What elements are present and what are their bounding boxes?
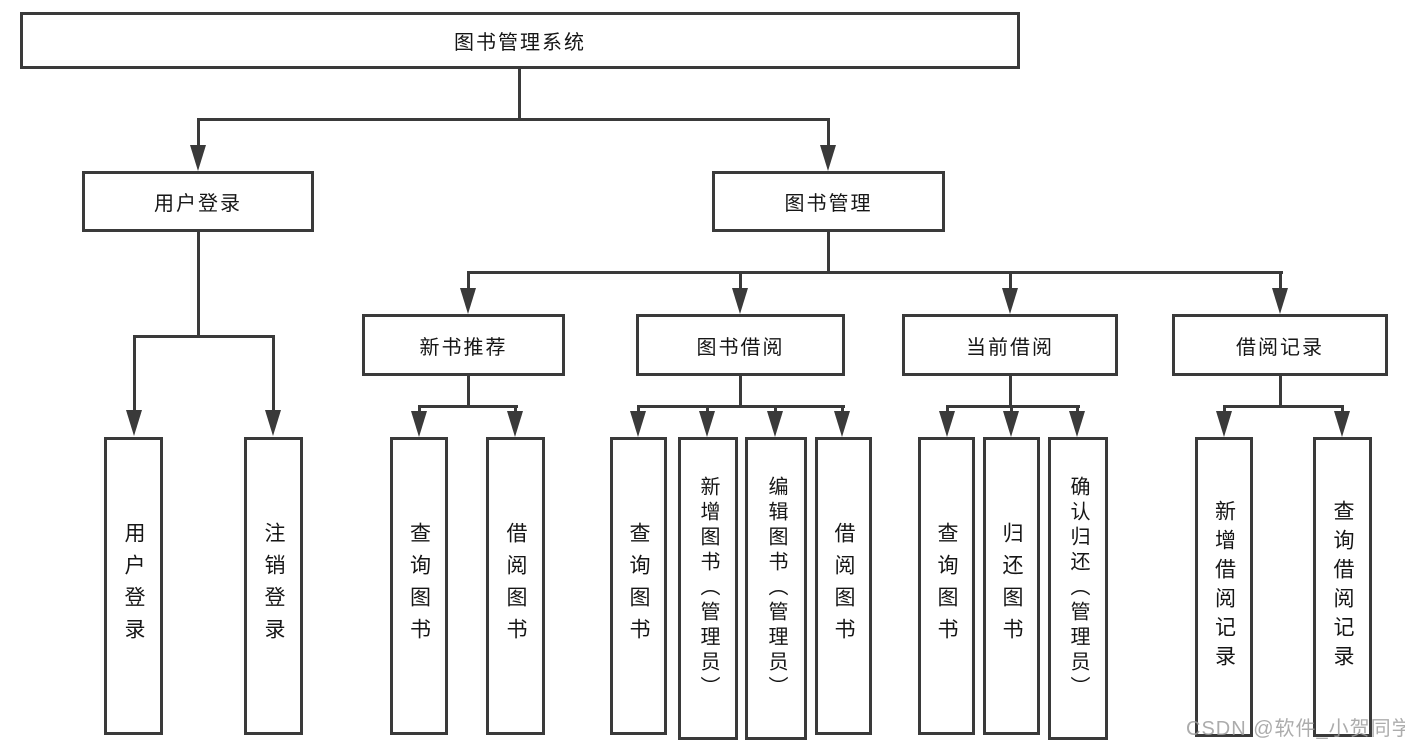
node-borrow-records: 借阅记录 (1172, 314, 1388, 376)
node-book-borrow-label: 图书借阅 (696, 336, 785, 359)
node-leaf-rec-query-record: 查询借阅记录 (1313, 437, 1372, 737)
arrowhead-cb-return-icon (1003, 411, 1019, 437)
arrowhead-current-borrow-icon (1002, 288, 1018, 314)
connector-drop-bb-borrow (841, 405, 844, 414)
arrowhead-bb-borrow-icon (834, 411, 850, 437)
node-library-system: 图书管理系统 (20, 12, 1020, 69)
connector-root-stem (518, 68, 521, 120)
node-leaf-cb-confirm-return-admin: 确认归还（管理员） (1048, 437, 1108, 740)
node-leaf-user-login: 用户登录 (104, 437, 163, 735)
connector-drop-cb-return (1010, 405, 1013, 414)
connector-drop-bb-query (637, 405, 640, 414)
arrowhead-new-books-icon (460, 288, 476, 314)
connector-drop-rec-add (1223, 405, 1226, 414)
node-leaf-bb-edit-books-admin-label: 编辑图书（管理员） (765, 476, 787, 701)
connector-user-login-bar (133, 335, 275, 338)
connector-drop-nb-borrow (514, 405, 517, 414)
node-current-borrow-label: 当前借阅 (966, 336, 1054, 359)
connector-drop-leaf-logout (272, 335, 275, 413)
arrowhead-borrow-records-icon (1272, 288, 1288, 314)
arrowhead-rec-add-icon (1216, 411, 1232, 437)
arrowhead-cb-confirm-icon (1069, 411, 1085, 437)
connector-book-borrow-bar (637, 405, 845, 408)
node-leaf-bb-borrow-books-label: 借阅图书 (832, 522, 855, 650)
arrowhead-nb-query-icon (411, 411, 427, 437)
node-leaf-logout: 注销登录 (244, 437, 303, 735)
connector-drop-bb-edit (774, 405, 777, 414)
node-leaf-logout-label: 注销登录 (262, 522, 285, 650)
node-leaf-cb-query-books-label: 查询图书 (935, 522, 958, 650)
connector-new-books-bar (418, 405, 518, 408)
connector-new-books-stem (467, 376, 470, 407)
node-leaf-cb-confirm-return-admin-label: 确认归还（管理员） (1067, 476, 1089, 701)
arrowhead-user-login-icon (190, 145, 206, 171)
node-current-borrow: 当前借阅 (902, 314, 1118, 376)
csdn-watermark: CSDN @软件_小贺同学 (1186, 718, 1405, 740)
arrowhead-bb-edit-icon (767, 411, 783, 437)
connector-drop-leaf-user-login (133, 335, 136, 413)
connector-drop-rec-query (1341, 405, 1344, 414)
connector-borrow-records-bar (1223, 405, 1344, 408)
arrowhead-book-mgmt-icon (820, 145, 836, 171)
node-book-borrow: 图书借阅 (636, 314, 845, 376)
node-leaf-user-login-label: 用户登录 (122, 522, 145, 650)
connector-drop-bb-add (706, 405, 709, 414)
node-new-books-label: 新书推荐 (419, 336, 508, 359)
connector-book-borrow-stem (739, 376, 742, 407)
connector-book-mgmt-stem (827, 232, 830, 273)
arrowhead-leaf-user-login-icon (126, 410, 142, 436)
connector-drop-borrow-records (1279, 271, 1282, 291)
node-leaf-rec-add-record-label: 新增借阅记录 (1212, 500, 1236, 674)
connector-borrow-records-stem (1279, 376, 1282, 407)
arrowhead-leaf-logout-icon (265, 410, 281, 436)
connector-drop-cb-confirm (1076, 405, 1079, 414)
node-leaf-bb-query-books-label: 查询图书 (627, 522, 650, 650)
connector-drop-new-books (467, 271, 470, 291)
connector-drop-cb-query (946, 405, 949, 414)
node-leaf-rec-add-record: 新增借阅记录 (1195, 437, 1253, 737)
arrowhead-book-borrow-icon (732, 288, 748, 314)
node-leaf-bb-query-books: 查询图书 (610, 437, 667, 735)
node-library-system-label: 图书管理系统 (454, 32, 586, 54)
node-leaf-cb-query-books: 查询图书 (918, 437, 975, 735)
node-leaf-nb-borrow-books: 借阅图书 (486, 437, 545, 735)
node-leaf-bb-edit-books-admin: 编辑图书（管理员） (745, 437, 807, 740)
arrowhead-bb-add-icon (699, 411, 715, 437)
node-leaf-rec-query-record-label: 查询借阅记录 (1331, 500, 1354, 674)
connector-book-mgmt-bar (467, 271, 1283, 274)
connector-drop-book-borrow (739, 271, 742, 291)
connector-current-borrow-bar (946, 405, 1080, 408)
connector-drop-current-borrow (1009, 271, 1012, 291)
node-leaf-nb-query-books: 查询图书 (390, 437, 448, 735)
node-leaf-nb-query-books-label: 查询图书 (407, 522, 431, 650)
node-leaf-bb-add-books-admin: 新增图书（管理员） (678, 437, 738, 740)
node-leaf-nb-borrow-books-label: 借阅图书 (504, 522, 527, 650)
node-user-login: 用户登录 (82, 171, 314, 232)
connector-drop-user-login (197, 118, 200, 148)
node-book-mgmt: 图书管理 (712, 171, 945, 232)
node-new-books: 新书推荐 (362, 314, 565, 376)
connector-root-bar (197, 118, 830, 121)
node-leaf-cb-return-books: 归还图书 (983, 437, 1040, 735)
arrowhead-cb-query-icon (939, 411, 955, 437)
arrowhead-nb-borrow-icon (507, 411, 523, 437)
connector-drop-book-mgmt (827, 118, 830, 148)
node-book-mgmt-label: 图书管理 (784, 193, 873, 215)
connector-user-login-stem (197, 232, 200, 337)
arrowhead-bb-query-icon (630, 411, 646, 437)
node-user-login-label: 用户登录 (154, 193, 242, 215)
arrowhead-rec-query-icon (1334, 411, 1350, 437)
node-leaf-cb-return-books-label: 归还图书 (1000, 522, 1023, 650)
node-leaf-bb-add-books-admin-label: 新增图书（管理员） (697, 476, 719, 701)
connector-current-borrow-stem (1009, 376, 1012, 407)
node-leaf-bb-borrow-books: 借阅图书 (815, 437, 872, 735)
connector-drop-nb-query (418, 405, 421, 414)
node-borrow-records-label: 借阅记录 (1236, 336, 1324, 359)
